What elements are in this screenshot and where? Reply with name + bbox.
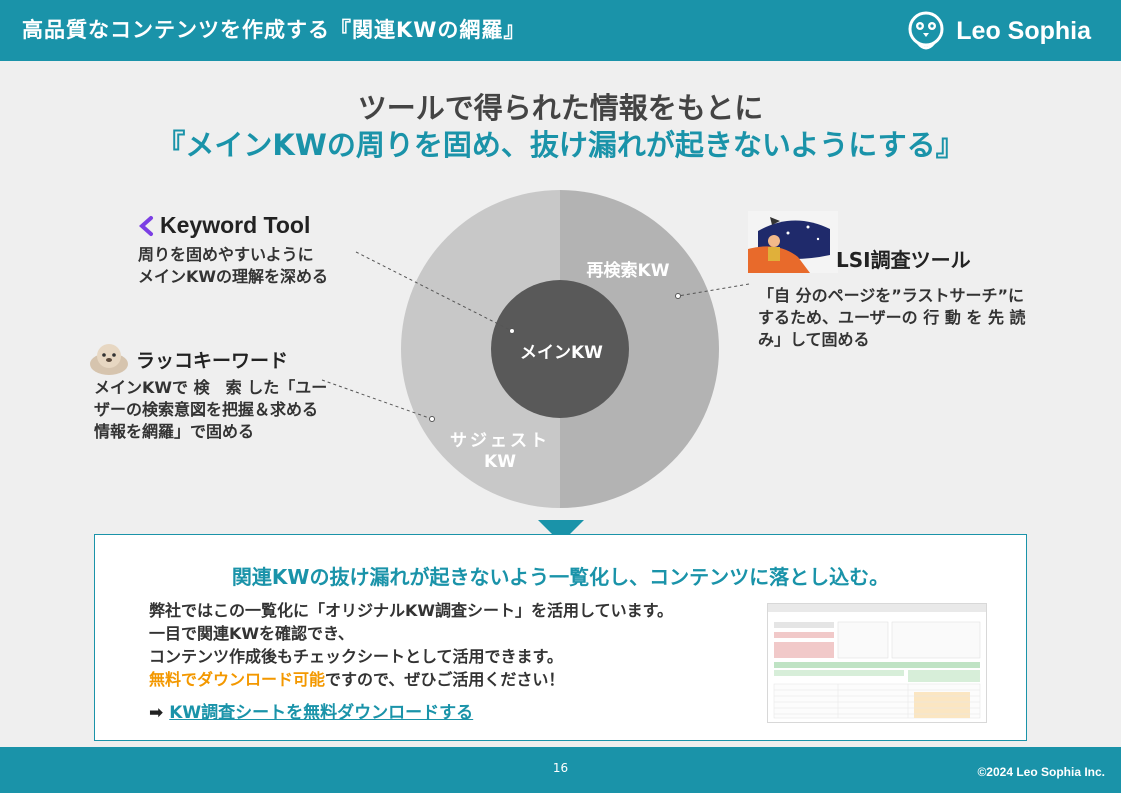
brand: Leo Sophia [906, 9, 1091, 53]
left-segment-label-line1: サジェスト [450, 431, 550, 451]
keyword-tool-logo-icon [138, 215, 153, 236]
lsi-desc-line3: み」して固める [758, 330, 870, 349]
ring-right-segment [560, 190, 719, 508]
slide-title: 高品質なコンテンツを作成する『関連KWの網羅』 [22, 18, 526, 42]
lsi-tool-name: LSI調査ツール [836, 248, 971, 272]
keyword-tool-desc-line1: 周りを固めやすいように [138, 245, 314, 264]
rakko-brand: ラッコキーワード [88, 342, 288, 376]
keyword-tool-desc-line2: メインKWの理解を深める [138, 267, 329, 286]
owl-logo-icon [908, 11, 944, 50]
brand-name: Leo Sophia [956, 16, 1091, 45]
footer-bar: 16 ©2024 Leo Sophia Inc. [0, 747, 1121, 793]
kw-sheet-thumbnail [767, 603, 987, 723]
lsi-tool-illustration [748, 211, 838, 273]
center-label: メインKW [520, 343, 603, 363]
info-box-body: 弊社ではこの一覧化に「オリジナルKW調査シート」を活用しています。 一目で関連K… [149, 599, 673, 691]
connector-keyword-tool [355, 251, 513, 332]
info-line4: 無料でダウンロード可能ですので、ぜひご活用ください！ [149, 668, 673, 691]
arrow-right-icon: ➡ [149, 703, 164, 723]
header-bar: 高品質なコンテンツを作成する『関連KWの網羅』 Leo Sophia [0, 0, 1121, 61]
download-link[interactable]: ➡KW調査シートを無料ダウンロードする [149, 698, 473, 723]
download-link-text[interactable]: KW調査シートを無料ダウンロードする [169, 703, 474, 723]
keyword-tool-name: Keyword Tool [160, 212, 311, 238]
rakko-desc-line3: 情報を網羅」で固める [94, 422, 255, 441]
page-number: 16 [552, 761, 569, 775]
info-line2: 一目で関連KWを確認でき、 [149, 624, 354, 643]
copyright: ©2024 Leo Sophia Inc. [977, 765, 1105, 779]
headline-line1: ツールで得られた情報をもとに [357, 91, 764, 125]
headline-line2: 『メインKWの周りを固め、抜け漏れが起きないようにする』 [156, 128, 965, 162]
rakko-name: ラッコキーワード [136, 349, 289, 372]
ring-center [491, 280, 629, 418]
info-line1: 弊社ではこの一覧化に「オリジナルKW調査シート」を活用しています。 [149, 601, 673, 620]
sea-otter-icon [90, 344, 128, 375]
keyword-tool-brand: Keyword Tool [138, 212, 310, 239]
right-segment-label: 再検索KW [586, 261, 670, 281]
lsi-desc-line2: するため、ユーザーの 行 動 を 先 読 [758, 308, 1026, 327]
left-segment-label-line2: KW [484, 452, 516, 472]
ring-left-segment [401, 190, 560, 508]
rakko-desc-line2: ザーの検索意図を把握＆求める [94, 400, 319, 419]
info-box-title: 関連KWの抜け漏れが起きないよう一覧化し、コンテンツに落とし込む。 [231, 565, 890, 589]
connector-rakko [321, 379, 433, 420]
free-download-highlight: 無料でダウンロード可能 [149, 670, 326, 689]
info-line3: コンテンツ作成後もチェックシートとして活用できます。 [149, 647, 563, 666]
info-line4-rest: ですので、ぜひご活用ください！ [325, 670, 565, 689]
lsi-desc-line1: 「自 分のページを”ラストサーチ”に [758, 286, 1024, 305]
info-box: 関連KWの抜け漏れが起きないよう一覧化し、コンテンツに落とし込む。 弊社ではこの… [94, 534, 1027, 741]
rakko-desc-line1: メインKWで 検 索 した「ユー [94, 378, 328, 397]
connector-lsi [677, 283, 750, 297]
